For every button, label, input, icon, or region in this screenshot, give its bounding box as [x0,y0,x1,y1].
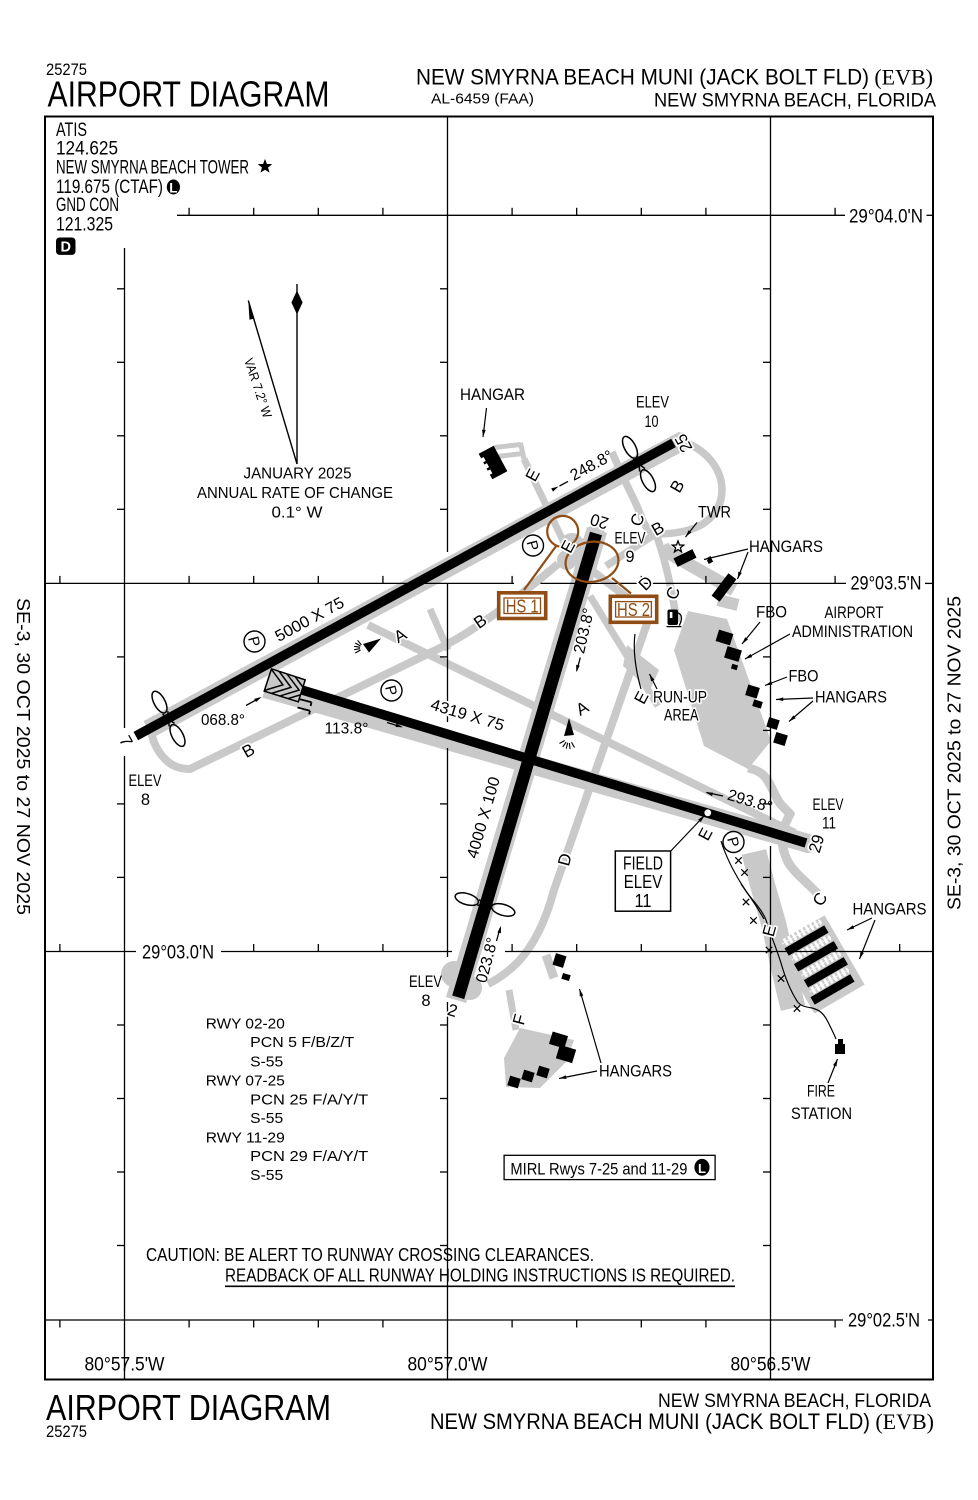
svg-text:25275: 25275 [46,60,87,79]
svg-text:FIELD: FIELD [623,853,663,873]
svg-text:FBO: FBO [789,668,819,686]
svg-text:ELEV: ELEV [409,973,442,991]
svg-text:HANGARS: HANGARS [853,901,927,919]
svg-text:0.1° W: 0.1° W [272,505,324,522]
svg-text:113.8°: 113.8° [325,721,369,738]
svg-text:SE-3, 30 OCT 2025 to 27 NOV: SE-3, 30 OCT 2025 to 27 NOV 2025 [13,598,33,915]
svg-text:AIRPORT DIAGRAM: AIRPORT DIAGRAM [48,74,330,115]
svg-text:RWY 07-25: RWY 07-25 [206,1072,285,1089]
svg-text:ELEV: ELEV [813,796,844,814]
svg-text:NEW SMYRNA BEACH MUNI (JACK BO: NEW SMYRNA BEACH MUNI (JACK BOLT FLD) [416,65,869,90]
svg-text:P: P [381,684,400,698]
svg-text:S-55: S-55 [250,1167,283,1184]
svg-text:HS 2: HS 2 [617,600,650,620]
svg-text:NEW SMYRNA BEACH, FLORIDA: NEW SMYRNA BEACH, FLORIDA [658,1390,931,1412]
svg-text:(EVB): (EVB) [874,65,933,90]
svg-text:9: 9 [625,548,634,566]
svg-text:AREA: AREA [664,707,699,725]
svg-text:L: L [169,180,177,195]
svg-text:29°04.0'N: 29°04.0'N [849,206,923,228]
svg-text:P: P [723,835,742,849]
svg-text:S-55: S-55 [250,1053,283,1070]
svg-text:S-55: S-55 [250,1110,283,1127]
svg-text:AL-6459 (FAA): AL-6459 (FAA) [431,91,534,108]
svg-text:ELEV: ELEV [615,530,646,548]
svg-text:D: D [61,240,71,256]
svg-text:29°03.0'N: 29°03.0'N [142,942,214,964]
svg-text:RUN-UP: RUN-UP [653,689,707,707]
svg-text:124.625: 124.625 [56,138,118,159]
svg-text:P: P [523,539,542,553]
svg-text:ATIS: ATIS [56,120,87,141]
svg-text:11: 11 [822,815,836,833]
svg-text:TWR: TWR [698,504,731,522]
svg-text:80°57.5'W: 80°57.5'W [85,1354,166,1376]
svg-text:STATION: STATION [791,1105,852,1123]
svg-text:JANUARY 2025: JANUARY 2025 [244,466,352,483]
svg-text:P: P [244,635,263,649]
svg-text:ADMINISTRATION: ADMINISTRATION [792,623,913,641]
svg-text:CAUTION: BE ALERT TO RUNWAY CR: CAUTION: BE ALERT TO RUNWAY CROSSING CLE… [146,1245,594,1265]
svg-text:NEW SMYRNA BEACH TOWER: NEW SMYRNA BEACH TOWER [56,157,249,178]
svg-text:11: 11 [635,891,652,911]
svg-text:NEW SMYRNA BEACH MUNI (JACK BO: NEW SMYRNA BEACH MUNI (JACK BOLT FLD) [430,1409,870,1434]
svg-text:READBACK OF ALL RUNWAY HOLDING: READBACK OF ALL RUNWAY HOLDING INSTRUCTI… [225,1266,735,1286]
svg-text:HANGARS: HANGARS [599,1063,672,1081]
svg-text:GND CON: GND CON [56,195,119,216]
svg-text:FBO: FBO [756,604,787,622]
svg-text:(EVB): (EVB) [875,1409,934,1434]
svg-text:121.325: 121.325 [56,215,113,236]
svg-text:RWY 02-20: RWY 02-20 [206,1015,285,1032]
svg-text:29°03.5'N: 29°03.5'N [851,573,922,595]
svg-text:AIRPORT DIAGRAM: AIRPORT DIAGRAM [46,1387,331,1428]
svg-text:HANGARS: HANGARS [815,689,887,707]
svg-text:PCN 25 F/A/Y/T: PCN 25 F/A/Y/T [250,1092,368,1109]
svg-text:L: L [698,1161,706,1176]
svg-text:MIRL Rwys 7-25 and 11-29: MIRL Rwys 7-25 and 11-29 [510,1160,687,1179]
svg-text:8: 8 [421,992,430,1010]
svg-text:ELEV: ELEV [129,772,162,790]
svg-text:ANNUAL RATE OF CHANGE: ANNUAL RATE OF CHANGE [197,485,393,502]
svg-text:NEW SMYRNA BEACH, FLORIDA: NEW SMYRNA BEACH, FLORIDA [654,90,936,112]
svg-text:80°56.5'W: 80°56.5'W [731,1354,812,1376]
svg-text:AIRPORT: AIRPORT [825,604,884,622]
svg-text:25275: 25275 [46,1422,87,1441]
svg-text:10: 10 [645,413,659,431]
svg-text:119.675 (CTAF): 119.675 (CTAF) [56,177,163,198]
svg-text:80°57.0'W: 80°57.0'W [408,1354,489,1376]
svg-text:8: 8 [141,791,150,809]
svg-text:ELEV: ELEV [624,872,663,892]
svg-text:ELEV: ELEV [636,394,669,412]
svg-text:PCN 29 F/A/Y/T: PCN 29 F/A/Y/T [250,1148,368,1165]
svg-text:PCN 5 F/B/Z/T: PCN 5 F/B/Z/T [250,1034,354,1051]
svg-text:HS 1: HS 1 [506,597,539,617]
svg-text:068.8°: 068.8° [201,712,245,729]
svg-text:29°02.5'N: 29°02.5'N [848,1310,920,1332]
svg-text:HANGAR: HANGAR [460,386,525,404]
svg-text:FIRE: FIRE [807,1083,835,1101]
svg-text:SE-3, 30 OCT 2025 to 27 NOV: SE-3, 30 OCT 2025 to 27 NOV 2025 [945,596,965,910]
svg-text:HANGARS: HANGARS [749,538,823,556]
svg-text:RWY 11-29: RWY 11-29 [206,1129,285,1146]
